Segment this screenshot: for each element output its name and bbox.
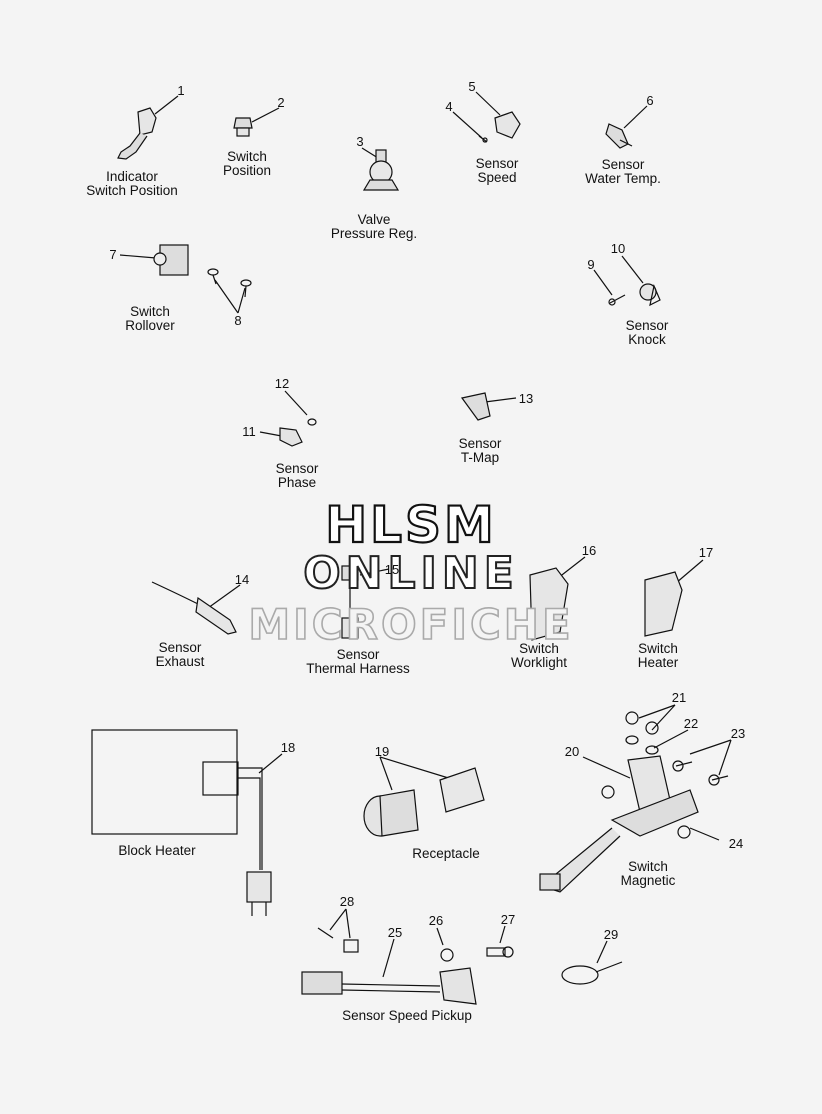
callout-number-26: 26: [428, 913, 444, 928]
callout-number-2: 2: [277, 95, 285, 110]
callout-number-10: 10: [610, 241, 626, 256]
callout-number-13: 13: [518, 391, 534, 406]
callout-number-28: 28: [339, 894, 355, 909]
part-label-line: Phase: [277, 475, 317, 490]
part-label-line: T-Map: [460, 450, 500, 465]
part-label-19: Receptacle: [412, 847, 480, 861]
watermark-line-3: MICROFICHE: [248, 599, 574, 650]
part-label-line: Position: [222, 163, 272, 178]
part-label-line: Sensor Speed Pickup: [342, 1008, 472, 1023]
part-label-line: Sensor: [601, 157, 645, 172]
part-label-line: Sensor: [625, 318, 669, 333]
part-label-line: Speed: [477, 170, 517, 185]
callout-number-29: 29: [603, 927, 619, 942]
callout-number-23: 23: [730, 726, 746, 741]
part-label-line: Valve: [357, 212, 391, 227]
callout-number-18: 18: [280, 740, 296, 755]
callout-number-5: 5: [468, 79, 476, 94]
part-label-line: Knock: [628, 332, 666, 347]
part-label-line: Sensor: [458, 436, 502, 451]
part-label-line: Pressure Reg.: [330, 226, 418, 241]
callout-number-4: 4: [445, 99, 453, 114]
callout-number-15: 15: [384, 562, 400, 577]
part-label-line: Block Heater: [118, 843, 196, 858]
part-label-line: Switch: [227, 149, 267, 164]
callout-number-6: 6: [646, 93, 654, 108]
part-label-25: Sensor Speed Pickup: [342, 1009, 472, 1023]
callout-number-21: 21: [671, 690, 687, 705]
callout-number-1: 1: [177, 83, 185, 98]
callout-number-3: 3: [356, 134, 364, 149]
callout-number-16: 16: [581, 543, 597, 558]
part-label-line: Switch: [519, 641, 559, 656]
part-label-line: Heater: [637, 655, 679, 670]
callout-number-17: 17: [698, 545, 714, 560]
callout-number-8: 8: [234, 313, 242, 328]
callout-number-12: 12: [274, 376, 290, 391]
part-label-line: Sensor: [158, 640, 202, 655]
part-label-line: Switch: [130, 304, 170, 319]
part-label-line: Worklight: [510, 655, 568, 670]
callout-number-24: 24: [728, 836, 744, 851]
part-label-line: Sensor: [475, 156, 519, 171]
callout-number-25: 25: [387, 925, 403, 940]
callout-number-14: 14: [234, 572, 250, 587]
callout-number-11: 11: [242, 424, 256, 439]
part-label-line: Receptacle: [412, 846, 480, 861]
callout-number-9: 9: [587, 257, 595, 272]
part-label-line: Magnetic: [620, 873, 676, 888]
part-label-line: Switch Position: [86, 183, 178, 198]
part-label-line: Water Temp.: [585, 171, 661, 186]
part-label-line: Rollover: [125, 318, 175, 333]
watermark-line-2: ONLINE: [302, 547, 519, 600]
part-label-18: Block Heater: [118, 844, 195, 858]
callout-number-20: 20: [564, 744, 580, 759]
part-label-line: Switch: [638, 641, 678, 656]
callout-number-27: 27: [500, 912, 516, 927]
part-label-line: Sensor: [275, 461, 319, 476]
part-label-line: Exhaust: [155, 654, 205, 669]
part-label-line: Sensor: [336, 647, 380, 662]
part-label-line: Indicator: [106, 169, 158, 184]
callout-number-19: 19: [374, 744, 390, 759]
callout-number-7: 7: [109, 247, 117, 262]
part-label-line: Thermal Harness: [306, 661, 410, 676]
watermark-line-1: HLSM: [324, 495, 497, 555]
callout-number-22: 22: [683, 716, 699, 731]
part-label-line: Switch: [628, 859, 668, 874]
